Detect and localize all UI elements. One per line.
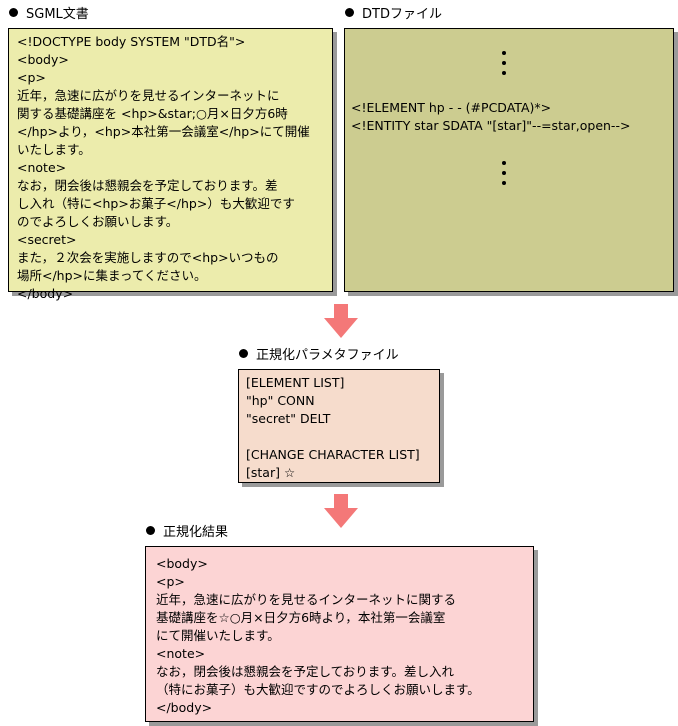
- param-line: "secret" DELT: [246, 411, 331, 426]
- vertical-ellipsis-icon: [502, 161, 506, 191]
- param-line: [CHANGE CHARACTER LIST]: [246, 447, 420, 462]
- param-line: [star] ☆: [246, 465, 296, 480]
- param-title: 正規化パラメタファイル: [239, 348, 399, 364]
- sgml-line: <p>: [17, 70, 46, 85]
- sgml-line: 近年，急速に広がりを見せるインターネットに: [17, 88, 280, 103]
- down-arrow-icon: [324, 494, 358, 528]
- dtd-line: <!ENTITY star SDATA "[star]"--=star,open…: [351, 118, 631, 133]
- param-line: [246, 428, 432, 446]
- sgml-line: </body>: [17, 286, 74, 301]
- dtd-title-text: DTDファイル: [362, 7, 442, 22]
- param-title-text: 正規化パラメタファイル: [256, 348, 399, 363]
- dtd-title: DTDファイル: [345, 7, 442, 23]
- sgml-line: し入れ（特に<hp>お菓子</hp>）も大歓迎です: [17, 196, 295, 211]
- param-line: [ELEMENT LIST]: [246, 375, 345, 390]
- dtd-file-box: <!ELEMENT hp - - (#PCDATA)*> <!ENTITY st…: [344, 28, 674, 292]
- bullet-icon: [9, 8, 18, 17]
- vertical-ellipsis-icon: [502, 51, 506, 81]
- result-line: なお，閉会後は懇親会を予定しております。差し入れ: [156, 664, 455, 679]
- result-box: <body> <p> 近年，急速に広がりを見せるインターネットに関する 基礎講座…: [145, 546, 534, 722]
- result-line: にて開催いたします。: [156, 628, 280, 643]
- sgml-line: いたします。: [17, 142, 91, 157]
- param-line: "hp" CONN: [246, 393, 315, 408]
- sgml-line: <note>: [17, 160, 67, 175]
- bullet-icon: [345, 8, 354, 17]
- result-line: 近年，急速に広がりを見せるインターネットに関する: [156, 592, 457, 607]
- sgml-line: </hp>より，<hp>本社第一会議室</hp>にて開催: [17, 124, 310, 139]
- bullet-icon: [239, 349, 248, 358]
- result-line: </body>: [156, 700, 213, 715]
- sgml-line: <secret>: [17, 232, 77, 247]
- result-title-text: 正規化結果: [163, 525, 229, 540]
- sgml-title: SGML文書: [9, 7, 89, 23]
- dtd-line: <!ELEMENT hp - - (#PCDATA)*>: [351, 100, 552, 115]
- sgml-title-text: SGML文書: [26, 7, 89, 22]
- sgml-line: 関する基礎講座を <hp>&star;○月×日夕方6時: [17, 106, 288, 121]
- down-arrow-icon: [324, 304, 358, 338]
- sgml-line: <body>: [17, 52, 69, 67]
- result-line: <body>: [156, 556, 208, 571]
- sgml-line: 場所</hp>に集まってください。: [17, 268, 207, 283]
- result-line: <note>: [156, 646, 206, 661]
- sgml-line: のでよろしくお願いします。: [17, 214, 179, 229]
- result-line: （特にお菓子）も大歓迎ですのでよろしくお願いします。: [156, 682, 480, 697]
- sgml-line: また，２次会を実施しますので<hp>いつもの: [17, 250, 279, 265]
- result-line: <p>: [156, 574, 185, 589]
- sgml-line: なお，閉会後は懇親会を予定しております。差: [17, 178, 278, 193]
- result-line: 基礎講座を☆○月×日夕方6時より，本社第一会議室: [156, 610, 446, 625]
- sgml-document-box: <!DOCTYPE body SYSTEM "DTD名"> <body> <p>…: [8, 28, 333, 301]
- result-title: 正規化結果: [146, 525, 228, 541]
- param-file-box: [ELEMENT LIST] "hp" CONN "secret" DELT […: [238, 369, 440, 483]
- bullet-icon: [146, 526, 155, 535]
- sgml-line: <!DOCTYPE body SYSTEM "DTD名">: [17, 34, 246, 49]
